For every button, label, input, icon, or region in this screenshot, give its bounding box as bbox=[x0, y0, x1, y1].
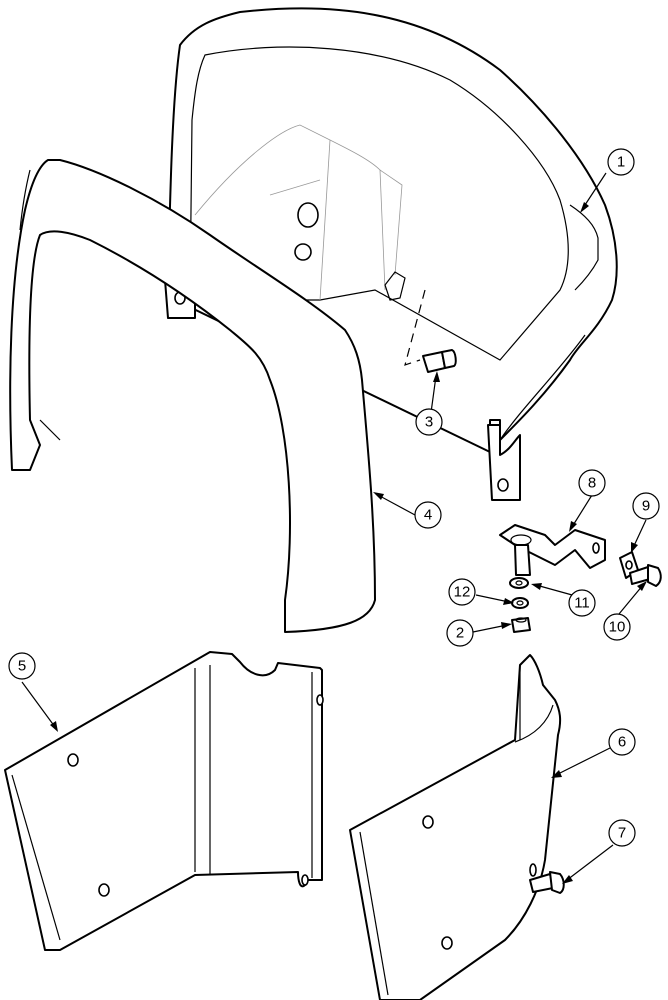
callout-6-label: 6 bbox=[618, 734, 626, 751]
part-8-bracket bbox=[499, 524, 606, 576]
leader-lines bbox=[21, 172, 647, 884]
callout-11-label: 11 bbox=[574, 595, 590, 612]
callout-5: 5 bbox=[8, 652, 36, 680]
callout-6: 6 bbox=[608, 728, 636, 756]
callout-1-label: 1 bbox=[617, 154, 625, 171]
callout-8: 8 bbox=[578, 469, 606, 497]
callout-12-label: 12 bbox=[454, 584, 471, 601]
callout-11: 11 bbox=[568, 589, 596, 617]
part-3-bolt bbox=[404, 289, 457, 373]
callout-5-label: 5 bbox=[18, 658, 26, 675]
part-4-arch-trim bbox=[9, 159, 376, 633]
part-11-washer bbox=[509, 577, 529, 589]
part-2-nut bbox=[511, 617, 531, 633]
callout-4: 4 bbox=[414, 501, 442, 529]
callout-9-label: 9 bbox=[642, 498, 650, 515]
callout-2-label: 2 bbox=[456, 625, 464, 642]
callout-7-label: 7 bbox=[618, 825, 626, 842]
callout-10: 10 bbox=[603, 613, 631, 641]
callout-1: 1 bbox=[607, 148, 635, 176]
callout-4-label: 4 bbox=[424, 507, 432, 524]
part-12-lock-washer bbox=[511, 597, 529, 609]
callout-8-label: 8 bbox=[588, 475, 596, 492]
part-6-right-panel bbox=[349, 654, 562, 1000]
part-7-screw bbox=[529, 871, 565, 894]
part-5-left-panel bbox=[4, 651, 324, 951]
callout-3: 3 bbox=[415, 408, 443, 436]
callout-12: 12 bbox=[448, 578, 476, 606]
callout-10-label: 10 bbox=[609, 619, 626, 636]
callout-2: 2 bbox=[446, 619, 474, 647]
callout-3-label: 3 bbox=[425, 414, 433, 431]
callout-9: 9 bbox=[632, 492, 660, 520]
part-10-screw bbox=[629, 564, 662, 587]
callout-7: 7 bbox=[608, 819, 636, 847]
